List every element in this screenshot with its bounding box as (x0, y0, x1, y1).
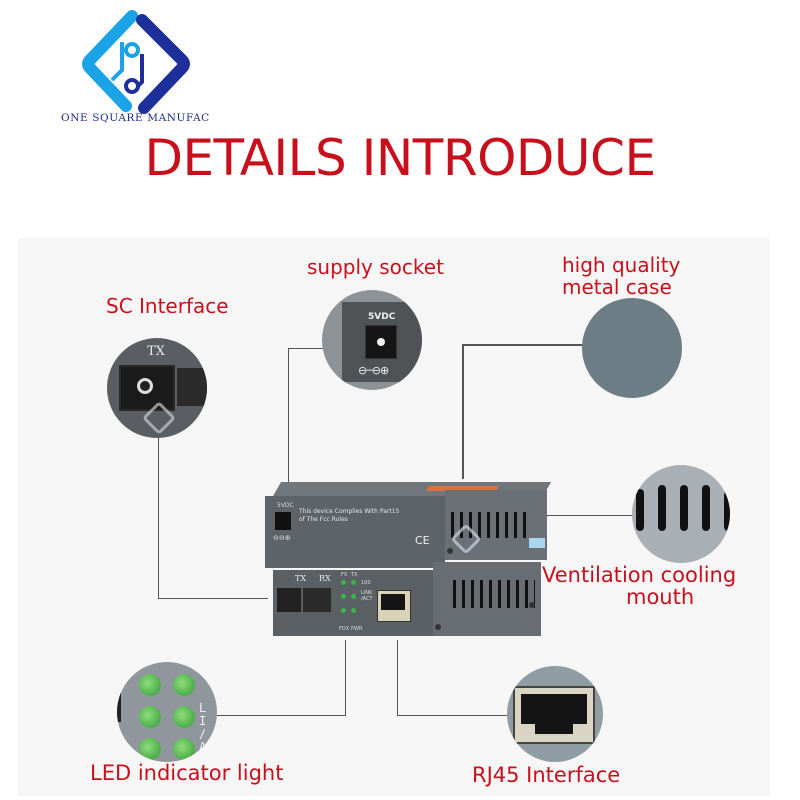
connector-vent-horizontal (513, 515, 633, 516)
sc-port-icon (119, 365, 175, 411)
led-indicator-label: LED indicator light (90, 761, 284, 785)
led-icon (173, 706, 195, 728)
led-icon (173, 674, 195, 696)
top-unit-front: 5VDC ⊖⊖⊕ This device Complies With Part1… (265, 496, 445, 568)
compliance-line1: This device Complies With Part15 (299, 508, 400, 515)
sc-tx-label: TX (147, 344, 165, 359)
sc-port-rx (303, 588, 331, 612)
brand-logo-icon (82, 10, 190, 114)
connector-led-vertical (345, 640, 346, 716)
connector-case-vertical (462, 344, 464, 479)
rj45-port (377, 590, 411, 622)
top-power-label: 5VDC (277, 502, 294, 509)
metal-case-label-line2: metal case (562, 275, 672, 299)
dc-jack-icon (365, 325, 397, 359)
led-tx-label: TX (351, 572, 358, 578)
rj45-interface-label: RJ45 Interface (472, 763, 621, 787)
supply-socket-label: supply socket (307, 255, 444, 279)
led-icon (139, 674, 161, 696)
sc-port-tx (277, 588, 301, 612)
bottom-unit-side (433, 562, 541, 636)
led-pwr-label: PWR (351, 626, 363, 632)
connector-supply-vertical (288, 348, 289, 498)
brand-name: ONE SQUARE MANUFAC (61, 112, 210, 124)
ventilation-detail (632, 465, 730, 563)
led-fx-label: FX (341, 572, 348, 578)
compliance-line2: of The Fcc Rules (299, 516, 348, 523)
top-unit-side (445, 490, 547, 560)
sc-interface-detail: TX (107, 338, 207, 438)
polarity-icon: ⊖─⊖⊕ (358, 364, 389, 377)
port-rx-label: RX (319, 574, 331, 583)
connector-sc-vertical (158, 433, 159, 599)
rj45-port-icon (513, 686, 595, 744)
led-indicator-detail: LI /A (117, 662, 217, 762)
port-tx-label: TX (295, 574, 307, 583)
top-polarity-icon: ⊖⊖⊕ (273, 534, 291, 542)
ce-mark: CE (415, 534, 430, 547)
connector-supply-horizontal (288, 348, 326, 349)
serial-sticker (529, 538, 545, 548)
led-icon (173, 738, 195, 760)
led-link-text: LI /A (199, 701, 207, 754)
connector-led-horizontal (217, 715, 346, 716)
bottom-unit-front: TX RX FX TX 100 LINK /ACT FDX PWR (273, 570, 433, 636)
ventilation-label-line2: mouth (626, 585, 695, 609)
metal-case-label-line1: high quality (562, 253, 681, 277)
ventilation-label-line1: Ventilation cooling (542, 563, 737, 587)
rj45-detail (507, 666, 603, 762)
connector-rj45-vertical (397, 640, 398, 716)
led-link-label: LINK /ACT (361, 590, 373, 602)
media-converter-device: 5VDC ⊖⊖⊕ This device Complies With Part1… (265, 482, 555, 637)
led-100-label: 100 (361, 580, 371, 586)
supply-5vdc-label: 5VDC (368, 312, 396, 322)
connector-sc-horizontal (158, 598, 268, 599)
page-title: DETAILS INTRODUCE (144, 129, 656, 187)
metal-case-detail (582, 298, 682, 398)
led-icon (139, 738, 161, 760)
connector-case-horizontal (462, 344, 584, 346)
led-icon (139, 706, 161, 728)
supply-socket-detail: 5VDC ⊖─⊖⊕ (322, 290, 422, 390)
connector-rj45-horizontal (397, 715, 509, 716)
top-dc-jack-icon (275, 512, 291, 530)
sc-interface-label: SC Interface (106, 294, 229, 318)
led-fdx-label: FDX (339, 626, 350, 632)
